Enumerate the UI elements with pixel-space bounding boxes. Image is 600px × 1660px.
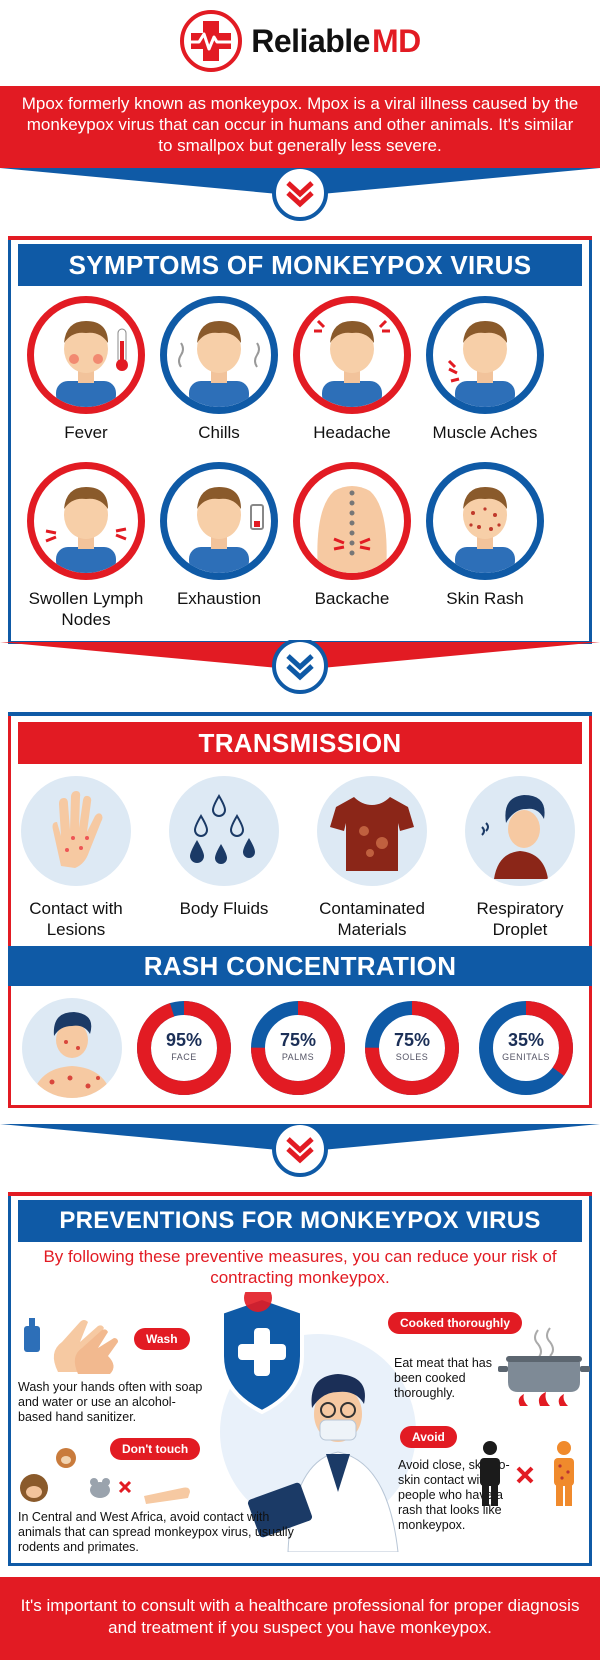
avoid-tag: Avoid <box>400 1426 457 1448</box>
exhaustion-icon <box>160 462 278 580</box>
transmission-label: Contact with Lesions <box>29 899 123 939</box>
transmission-respiratory-droplet: Respiratory Droplet <box>450 776 590 940</box>
intro-text: Mpox formerly known as monkeypox. Mpox i… <box>0 86 600 168</box>
skin-rash-icon <box>426 462 544 580</box>
dont-touch-text: In Central and West Africa, avoid contac… <box>18 1510 294 1554</box>
transmission-label: Contaminated Materials <box>319 899 425 939</box>
symptom-label: Headache <box>313 423 391 442</box>
symptom-label: Chills <box>198 423 240 442</box>
donut-value-arc <box>137 1001 231 1095</box>
section-divider-arrow <box>0 168 600 221</box>
cooked-thoroughly-tag: Cooked thoroughly <box>388 1312 522 1334</box>
rash-concentration-title: RASH CONCENTRATION <box>8 946 592 986</box>
footer-note: It's important to consult with a healthc… <box>0 1577 600 1660</box>
donut-body-part-label: SOLES <box>396 1052 429 1062</box>
transmission-label: Respiratory Droplet <box>476 899 564 939</box>
rash-palms-donut: 75% PALMS <box>251 1001 345 1095</box>
donut-value-arc <box>365 1001 459 1095</box>
preventions-subtitle: By following these preventive measures, … <box>43 1247 557 1287</box>
symptom-fever: Fever <box>24 296 148 443</box>
preventions-top-rule <box>8 1192 592 1196</box>
donut-center <box>494 1016 558 1080</box>
avoid-contact-people-icon <box>480 1441 574 1506</box>
fever-icon <box>27 296 145 414</box>
donut-percent-label: 35% <box>508 1030 544 1050</box>
donut-center <box>152 1016 216 1080</box>
symptom-chills: Chills <box>157 296 281 443</box>
donut-body-part-label: FACE <box>171 1052 197 1062</box>
brand-name: ReliableMD <box>251 22 421 59</box>
symptom-label: Backache <box>314 589 390 608</box>
handwashing-icon <box>24 1318 118 1374</box>
stained-shirt-icon <box>317 776 427 886</box>
symptom-muscle-aches: Muscle Aches <box>423 296 547 443</box>
medical-cross-logo-icon <box>180 10 243 72</box>
transmission-top-rule <box>8 712 592 716</box>
donut-value-arc <box>251 1001 345 1095</box>
brand-logo: ReliableMD <box>0 0 600 82</box>
backache-icon <box>293 462 411 580</box>
wash-tag: Wash <box>134 1328 190 1350</box>
cooked-thoroughly-text: Eat meat that has been cooked thoroughly… <box>394 1356 492 1400</box>
animals-no-touch-icon <box>20 1448 190 1504</box>
rash-genitals-donut: 35% GENITALS <box>479 1001 573 1095</box>
droplets-icon <box>169 776 279 886</box>
chills-icon <box>160 296 278 414</box>
symptom-swollen-lymph-nodes: Swollen Lymph Nodes <box>24 462 148 630</box>
rash-person-icon <box>22 998 122 1098</box>
symptoms-title: SYMPTOMS OF MONKEYPOX VIRUS <box>18 244 582 286</box>
donut-center <box>380 1016 444 1080</box>
symptom-backache: Backache <box>290 462 414 609</box>
donut-percent-label: 75% <box>394 1030 430 1050</box>
dont-touch-tag: Don't touch <box>110 1438 201 1460</box>
donut-center <box>266 1016 330 1080</box>
symptom-label: Fever <box>64 423 108 442</box>
transmission-label: Body Fluids <box>179 899 269 918</box>
symptom-headache: Headache <box>290 296 414 443</box>
symptoms-top-rule <box>8 236 592 240</box>
donut-body-part-label: GENITALS <box>502 1052 550 1062</box>
symptom-label: Muscle Aches <box>432 423 538 442</box>
doctor-with-shield-illustration <box>220 1292 416 1552</box>
transmission-contaminated-materials: Contaminated Materials <box>302 776 442 940</box>
muscle-aches-icon <box>426 296 544 414</box>
symptom-exhaustion: Exhaustion <box>157 462 281 609</box>
hand-lesions-icon <box>21 776 131 886</box>
cooking-pot-icon <box>498 1327 590 1406</box>
transmission-title: TRANSMISSION <box>18 722 582 764</box>
donut-body-part-label: PALMS <box>282 1052 314 1062</box>
section-divider-arrow <box>0 1124 600 1177</box>
headache-icon <box>293 296 411 414</box>
symptom-skin-rash: Skin Rash <box>423 462 547 609</box>
wash-text: Wash your hands often with soap and wate… <box>18 1380 203 1424</box>
symptom-label: Exhaustion <box>176 589 262 608</box>
donut-percent-label: 95% <box>166 1030 202 1050</box>
donut-percent-label: 75% <box>280 1030 316 1050</box>
rash-face-donut: 95% FACE <box>137 1001 231 1095</box>
transmission-contact-lesions: Contact with Lesions <box>6 776 146 940</box>
coughing-person-icon <box>465 776 575 886</box>
symptom-label: Skin Rash <box>446 589 524 608</box>
donut-value-arc <box>479 1001 573 1095</box>
preventions-title: PREVENTIONS FOR MONKEYPOX VIRUS <box>18 1200 582 1242</box>
symptom-label: Swollen Lymph Nodes <box>28 589 144 629</box>
swollen-lymph-nodes-icon <box>27 462 145 580</box>
transmission-body-fluids: Body Fluids <box>154 776 294 919</box>
section-divider-arrow <box>0 640 600 694</box>
rash-soles-donut: 75% SOLES <box>365 1001 459 1095</box>
